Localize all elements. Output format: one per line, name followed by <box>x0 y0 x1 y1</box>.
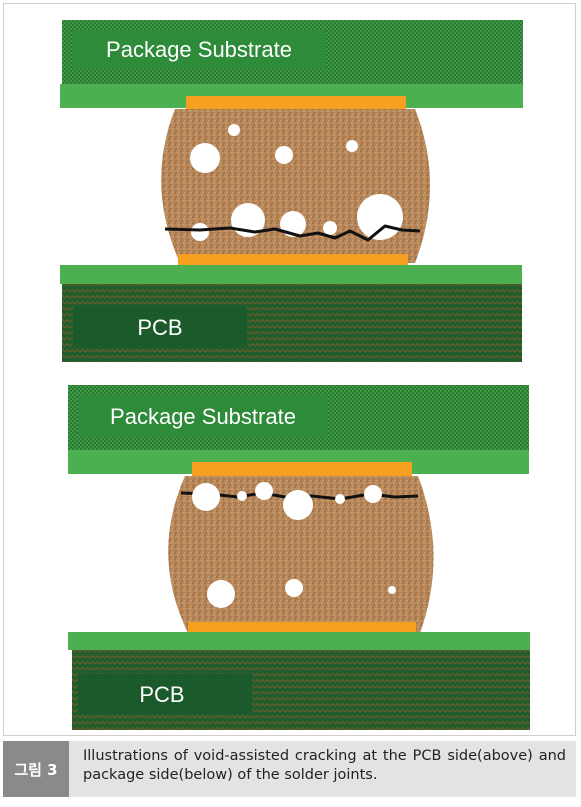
top-copper-pad <box>192 462 412 476</box>
void <box>275 146 293 164</box>
pcb-green-layer <box>60 265 522 284</box>
caption-text: Illustrations of void-assisted cracking … <box>83 748 566 783</box>
void <box>207 580 235 608</box>
void <box>228 124 240 136</box>
package-substrate-label-box <box>78 397 328 435</box>
crack-line <box>164 224 421 242</box>
void <box>323 221 337 235</box>
pcb-label: PCB <box>139 682 184 707</box>
pcb-label-box <box>78 674 252 714</box>
void <box>191 223 209 241</box>
void <box>190 143 220 173</box>
pcb-label-box <box>73 307 247 347</box>
bottom-copper-pad <box>178 254 408 268</box>
package-substrate-label: Package Substrate <box>110 404 296 429</box>
diagram-package-side-crack: Package Substrate PCB <box>68 385 530 730</box>
void <box>255 482 273 500</box>
pcb-label: PCB <box>137 315 182 340</box>
void <box>285 579 303 597</box>
package-substrate-label-box <box>72 30 326 68</box>
void <box>335 494 345 504</box>
top-copper-pad <box>186 96 406 109</box>
void <box>388 586 396 594</box>
void <box>357 194 403 240</box>
package-substrate-label: Package Substrate <box>106 37 292 62</box>
diagram-pcb-side-crack: Package Substrate PCB <box>60 20 523 362</box>
void <box>364 485 382 503</box>
voids <box>192 482 396 608</box>
pcb-green-layer <box>68 632 530 650</box>
figure-caption: 그림 3 Illustrations of void-assisted crac… <box>3 741 576 797</box>
figure-number-tag: 그림 3 <box>3 741 69 797</box>
void <box>237 491 247 501</box>
void <box>280 211 306 237</box>
void <box>283 490 313 520</box>
void <box>192 483 220 511</box>
void <box>346 140 358 152</box>
solder-joint-diagram: Package Substrate PCB Package Substrate <box>60 20 530 730</box>
